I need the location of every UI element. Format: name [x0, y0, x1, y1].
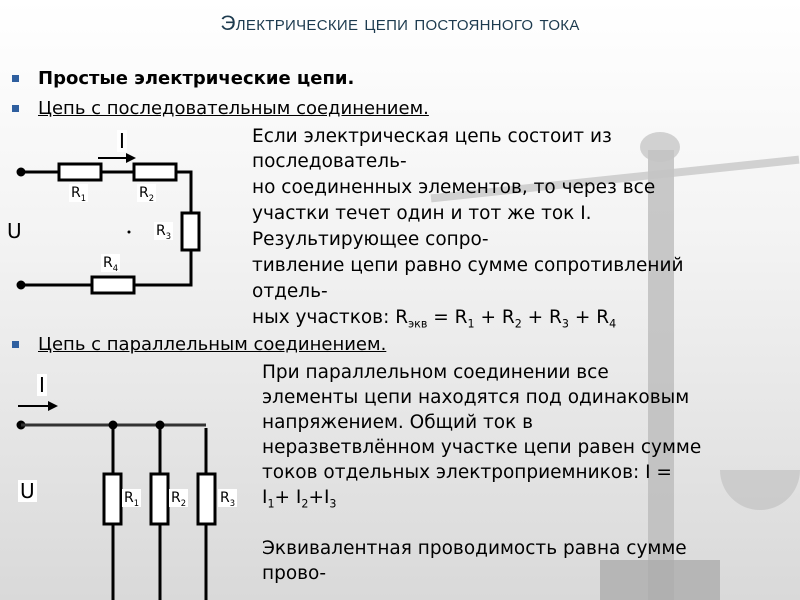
bullet-simple-circuits: Простые электрические цепи.: [11, 68, 355, 89]
text-line: неразветвлённом участке цепи равен сумме: [262, 437, 702, 458]
parallel-resistor-r1: [102, 472, 123, 526]
current-sum-line: I1+ I2+I3: [262, 487, 337, 511]
text-line: тивление цепи равно сумме сопротивлений: [252, 255, 684, 276]
text-line: но соединенных элементов, то через все: [252, 177, 656, 198]
resistor-r1: [57, 162, 103, 182]
resistor-r3: [180, 211, 201, 252]
label-r3: R3: [154, 222, 174, 241]
label-r2: R2: [137, 184, 157, 203]
text-line: токов отдельных электроприемников: I =: [262, 462, 672, 483]
formula-line: ных участков: Rэкв = R1 + R2 + R3 + R4: [252, 307, 617, 331]
series-current-label: I: [117, 129, 127, 153]
slide-title: Электрические цепи постоянного тока: [220, 12, 580, 35]
parallel-current-label: I: [37, 373, 47, 397]
text-line: последователь-: [252, 151, 407, 172]
bullet-parallel-circuit: Цепь с параллельным соединением.: [11, 334, 387, 355]
text-line: Если электрическая цепь состоит из: [252, 126, 612, 147]
resistor-r4: [90, 275, 136, 295]
resistor-r2: [132, 162, 178, 182]
parallel-label-r1: R1: [122, 489, 142, 508]
bullet-series-circuit: Цепь с последовательным соединением.: [12, 98, 429, 119]
text-line: элементы цепи находятся под одинаковым: [262, 387, 690, 408]
parallel-voltage-label: U: [18, 479, 37, 503]
text-line: напряжением. Общий ток в: [262, 412, 534, 433]
text-line: отдель-: [252, 281, 328, 302]
parallel-resistor-r2: [149, 472, 170, 526]
parallel-label-r3: R3: [218, 489, 238, 508]
parallel-resistor-r3: [196, 472, 217, 526]
text-line: участки течет один и тот же ток I.: [252, 203, 592, 224]
parallel-label-r2: R2: [169, 489, 189, 508]
text-line: Эквивалентная проводимость равна сумме: [262, 538, 687, 559]
parallel-current-arrow-icon: [48, 401, 58, 411]
text-line: прово-: [262, 563, 327, 584]
label-r4: R4: [101, 254, 121, 273]
current-arrow-icon: [126, 153, 136, 163]
text-line: Результирующее сопро-: [252, 229, 489, 250]
label-r1: R1: [69, 184, 89, 203]
terminal-bottom: [16, 280, 26, 290]
series-voltage-label: U: [7, 219, 22, 243]
parallel-circuit-diagram: [16, 420, 217, 600]
text-line: При параллельном соединении все: [262, 362, 609, 383]
terminal-top: [16, 167, 26, 177]
